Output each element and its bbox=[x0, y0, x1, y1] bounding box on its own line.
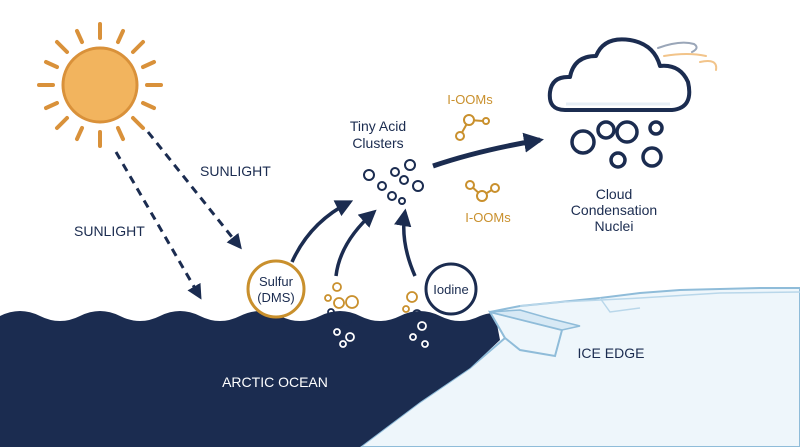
iodine-node: Iodine bbox=[424, 262, 478, 316]
ice-sheet-inner-edge bbox=[519, 291, 800, 307]
sun-icon bbox=[37, 22, 163, 148]
cloud-icon bbox=[547, 37, 692, 112]
ice-chunk-top bbox=[489, 309, 581, 331]
iodine-label: Iodine bbox=[433, 282, 468, 297]
ccn-label-cloud: Cloud bbox=[596, 186, 633, 202]
bubble-icon bbox=[402, 291, 429, 348]
ice-crack bbox=[599, 297, 641, 313]
ccn-droplets bbox=[570, 120, 664, 169]
molecule-icon bbox=[465, 180, 500, 202]
ice-edge-label: ICE EDGE bbox=[578, 345, 645, 361]
ccn-label-condensation: Condensation bbox=[571, 202, 657, 218]
molecule-icon bbox=[455, 114, 490, 141]
acid-clusters bbox=[363, 159, 424, 205]
sunlight-arrow-right bbox=[146, 131, 242, 250]
arrow-clusters-to-ccn bbox=[432, 132, 544, 169]
sulfur-label: Sulfur bbox=[259, 274, 294, 289]
clusters-label: Clusters bbox=[352, 135, 403, 151]
arrow-iodine-to-clusters bbox=[394, 208, 417, 277]
tiny-acid-label: Tiny Acid bbox=[350, 118, 406, 134]
wind-icon bbox=[657, 41, 718, 71]
dms-label: (DMS) bbox=[257, 290, 295, 305]
arctic-ocean-label: ARCTIC OCEAN bbox=[222, 374, 328, 390]
ioom-label-top: I-OOMs bbox=[447, 92, 493, 107]
bubble-icon bbox=[324, 282, 359, 348]
ccn-label-nuclei: Nuclei bbox=[595, 218, 634, 234]
arrow-sulfur-to-clusters bbox=[290, 200, 354, 263]
sunlight-label-left: SUNLIGHT bbox=[74, 223, 145, 239]
ioom-label-bottom: I-OOMs bbox=[465, 210, 511, 225]
arrow-bubbles-to-clusters bbox=[334, 209, 377, 277]
arctic-ocean bbox=[0, 311, 500, 447]
sunlight-label-right: SUNLIGHT bbox=[200, 163, 271, 179]
sulfur-dms-node: Sulfur (DMS) bbox=[246, 259, 306, 319]
